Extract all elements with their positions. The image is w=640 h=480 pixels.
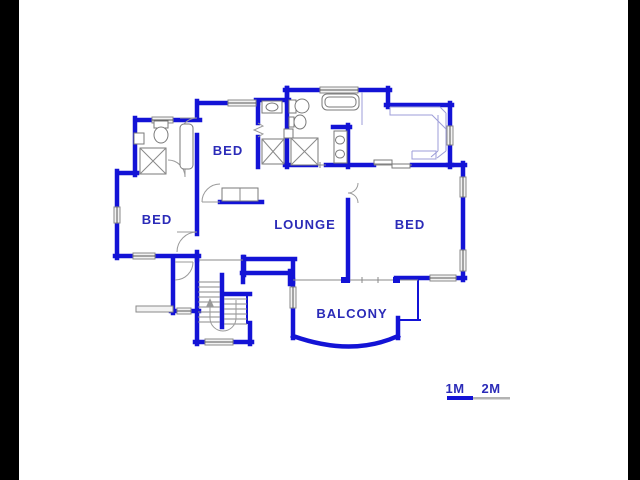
- closet-counters: [361, 92, 447, 160]
- window: [459, 249, 467, 272]
- sliding-door-panel: [373, 159, 393, 165]
- window: [176, 307, 192, 315]
- room-labels: BED BED LOUNGE BED BALCONY: [142, 143, 425, 321]
- door-arc: [201, 183, 221, 203]
- letterbox-right-bar: [628, 0, 640, 480]
- room-label-bed-right: BED: [395, 217, 425, 232]
- scale-bar: 1M 2M: [445, 381, 510, 400]
- doors: [167, 117, 359, 281]
- window: [227, 99, 257, 107]
- bathtub: [179, 123, 194, 170]
- room-label-bed-top: BED: [213, 143, 243, 158]
- stair-direction-arrow: [209, 300, 237, 332]
- window: [113, 206, 121, 224]
- shower: [290, 137, 319, 166]
- staircase: [198, 281, 247, 332]
- room-label-balcony: BALCONY: [316, 306, 387, 321]
- folding-door-zigzag: [252, 122, 265, 138]
- window: [429, 274, 457, 282]
- room-label-bed-left: BED: [142, 212, 172, 227]
- sink: [283, 128, 294, 139]
- sink: [133, 132, 145, 145]
- scale-label-2m: 2M: [481, 381, 500, 396]
- window: [446, 125, 454, 146]
- window: [204, 338, 234, 346]
- window: [319, 86, 359, 94]
- letterbox-left-bar: [0, 0, 19, 480]
- fixtures: [133, 93, 360, 202]
- door-arc: [174, 261, 194, 281]
- balcony-post: [341, 277, 350, 283]
- double-vanity: [333, 130, 348, 164]
- bidet: [288, 114, 307, 130]
- vanity-basin: [261, 100, 283, 114]
- closet-shelf: [221, 187, 259, 202]
- window: [132, 252, 156, 260]
- shower: [139, 147, 167, 175]
- scale-segment-1m: [447, 396, 473, 400]
- scale-label-1m: 1M: [445, 381, 464, 396]
- sliding-door-panel: [391, 163, 411, 169]
- scale-segment-2m: [473, 397, 510, 400]
- low-wall: [135, 305, 174, 313]
- windows: [113, 86, 467, 346]
- stair-arrow-head: [206, 298, 214, 307]
- window: [459, 176, 467, 198]
- window: [289, 286, 297, 309]
- double-door-arc: [347, 182, 359, 204]
- bathtub: [321, 93, 360, 111]
- toilet: [288, 98, 310, 114]
- open-boundaries: [135, 159, 418, 313]
- balcony-post: [393, 277, 400, 283]
- shower: [261, 138, 285, 165]
- toilet-bowl: [153, 126, 169, 144]
- room-label-lounge: LOUNGE: [274, 217, 336, 232]
- door-arc: [176, 231, 198, 253]
